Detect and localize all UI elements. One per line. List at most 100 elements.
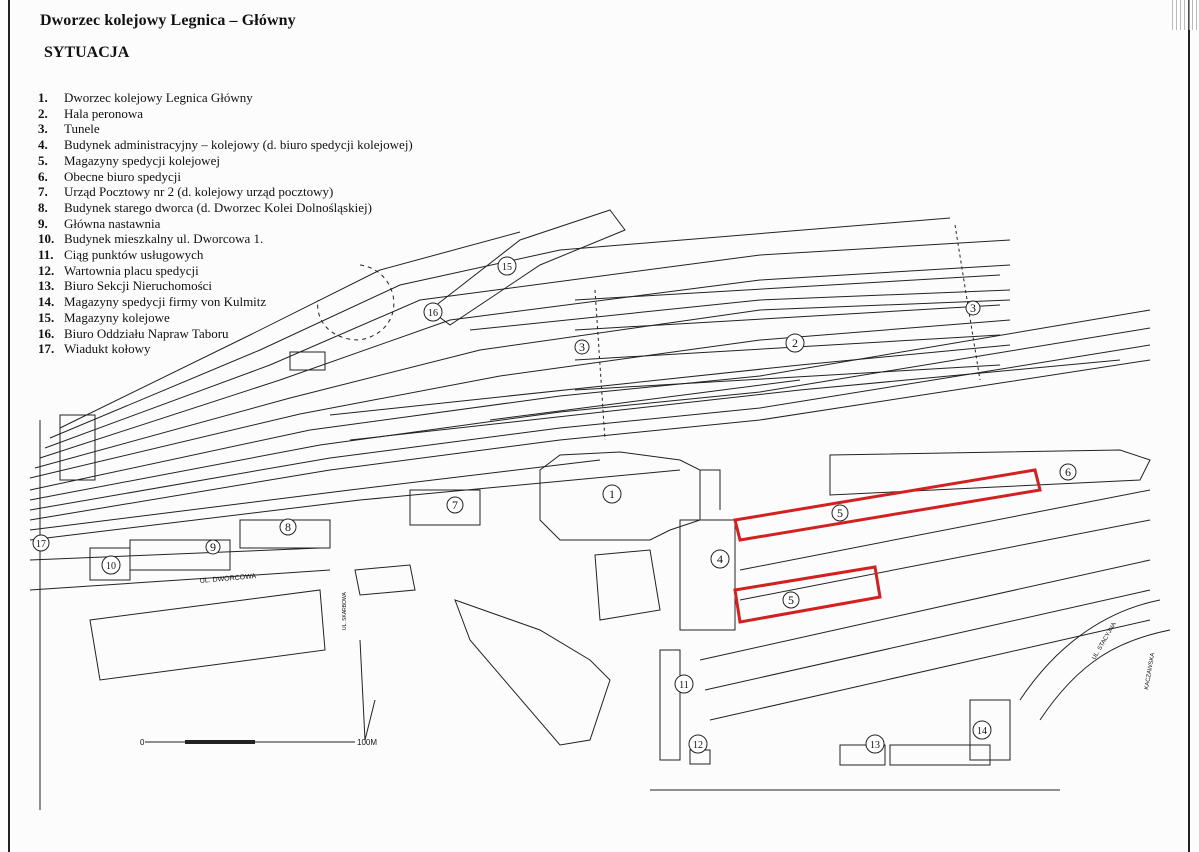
legend-item-number: 2. bbox=[38, 105, 48, 121]
svg-text:6: 6 bbox=[1065, 465, 1071, 479]
scan-artifact bbox=[1169, 0, 1197, 30]
legend-item: 1. Dworzec kolejowy Legnica Główny bbox=[38, 90, 413, 106]
legend-item: 15. Magazyny kolejowe bbox=[38, 310, 413, 326]
marker-9: 9 bbox=[205, 539, 221, 555]
platform-hall bbox=[574, 224, 1001, 441]
marker-14: 14 bbox=[972, 720, 992, 740]
marker-8: 8 bbox=[279, 518, 297, 536]
legend-item-number: 12. bbox=[38, 262, 55, 278]
sheet-right-border bbox=[1188, 0, 1190, 852]
legend-item: 5.Magazyny spedycji kolejowej bbox=[38, 153, 413, 169]
legend-item-number: 11. bbox=[38, 247, 54, 263]
legend-item-text: Magazyny spedycji firmy von Kulmitz bbox=[64, 294, 267, 310]
street-edge bbox=[29, 547, 321, 561]
legend-item-number: 15. bbox=[38, 309, 55, 325]
marker-5b: 5 bbox=[782, 591, 800, 609]
street-dworcowa-line bbox=[29, 569, 331, 591]
legend-item-number: 4. bbox=[38, 137, 48, 153]
legend-item-text: Magazyny kolejowe bbox=[64, 309, 170, 325]
legend-item: 11. Ciąg punktów usługowych bbox=[38, 247, 413, 263]
legend-item-number: 3. bbox=[38, 121, 48, 137]
street-label-stacyjna: UL. STACYJNA bbox=[1092, 622, 1118, 661]
legend-item-text: Urząd Pocztowy nr 2 (d. kolejowy urząd p… bbox=[64, 184, 334, 200]
legend-item-text: Główna nastawnia bbox=[64, 215, 161, 231]
legend-item-number: 7. bbox=[38, 184, 48, 200]
marker-17: 17 bbox=[32, 534, 50, 552]
legend-item-text: Budynek starego dworca (d. Dworzec Kolei… bbox=[64, 199, 372, 215]
legend-item-number: 6. bbox=[38, 168, 48, 184]
marker-4: 4 bbox=[710, 549, 730, 569]
legend-item: 8.Budynek starego dworca (d. Dworzec Kol… bbox=[38, 200, 413, 216]
street-label-skarbowa: UL. SKARBOWA bbox=[342, 591, 348, 630]
svg-text:15: 15 bbox=[502, 262, 512, 273]
marker-15: 15 bbox=[497, 256, 517, 276]
marker-2: 2 bbox=[785, 333, 805, 353]
legend-item-number: 14. bbox=[38, 294, 55, 310]
highlighted-warehouses bbox=[733, 468, 1042, 624]
legend-item-text: Biuro Sekcji Nieruchomości bbox=[64, 278, 213, 294]
page-title: Dworzec kolejowy Legnica – Główny bbox=[40, 12, 296, 29]
svg-text:13: 13 bbox=[870, 740, 880, 751]
marker-6: 6 bbox=[1059, 463, 1077, 481]
legend-item: 6. Obecne biuro spedycji bbox=[38, 169, 413, 185]
legend-item: 13.Biuro Sekcji Nieruchomości bbox=[38, 278, 413, 294]
legend-item-text: Biuro Oddziału Napraw Taboru bbox=[64, 325, 229, 341]
legend-item-text: Magazyny spedycji kolejowej bbox=[64, 152, 220, 168]
svg-text:12: 12 bbox=[693, 740, 703, 751]
legend-item: 12.Wartownia placu spedycji bbox=[38, 263, 413, 279]
legend-item-text: Tunele bbox=[64, 121, 100, 137]
legend-item: 14. Magazyny spedycji firmy von Kulmitz bbox=[38, 294, 413, 310]
svg-text:16: 16 bbox=[428, 308, 438, 319]
legend-item-text: Wiadukt kołowy bbox=[64, 341, 151, 357]
warehouse-5-south-outline bbox=[733, 565, 882, 624]
marker-1: 1 bbox=[602, 484, 622, 504]
legend-item-number: 16. bbox=[38, 325, 55, 341]
legend-item-number: 1. bbox=[38, 90, 48, 105]
svg-text:3: 3 bbox=[970, 301, 976, 315]
legend-item-text: Obecne biuro spedycji bbox=[64, 168, 181, 184]
scale-label-end: 100M bbox=[357, 738, 377, 747]
dashed-arc bbox=[317, 264, 395, 341]
svg-text:17: 17 bbox=[36, 539, 46, 550]
svg-text:2: 2 bbox=[792, 336, 798, 350]
legend-item-number: 17. bbox=[38, 341, 55, 357]
legend-item-number: 10. bbox=[38, 231, 55, 247]
street-label-dworcowa: UL. DWORCOWA bbox=[200, 573, 257, 585]
marker-11: 11 bbox=[674, 674, 694, 694]
marker-3a: 3 bbox=[574, 339, 590, 355]
scale-label-start: 0 bbox=[140, 738, 145, 747]
marker-10: 10 bbox=[101, 555, 121, 575]
buildings bbox=[59, 209, 1151, 791]
rail-tracks bbox=[29, 217, 1151, 541]
legend-item-text: Dworzec kolejowy Legnica Główny bbox=[64, 90, 253, 105]
street-label-kaczawska: KACZAWSKA bbox=[1144, 652, 1156, 690]
legend-item-text: Ciąg punktów usługowych bbox=[64, 247, 204, 263]
svg-text:4: 4 bbox=[717, 552, 723, 566]
marker-5a: 5 bbox=[831, 504, 849, 522]
marker-16: 16 bbox=[423, 302, 443, 322]
svg-text:5: 5 bbox=[837, 506, 843, 520]
north-arrow bbox=[359, 639, 376, 741]
marker-3b: 3 bbox=[965, 300, 981, 316]
marker-13: 13 bbox=[865, 734, 885, 754]
svg-text:9: 9 bbox=[210, 540, 216, 554]
legend-item-text: Budynek mieszkalny ul. Dworcowa 1. bbox=[64, 231, 264, 247]
svg-text:14: 14 bbox=[977, 726, 987, 737]
svg-text:8: 8 bbox=[285, 520, 291, 534]
marker-7: 7 bbox=[446, 496, 464, 514]
marker-12: 12 bbox=[688, 734, 708, 754]
legend-item: 17. Wiadukt kołowy bbox=[38, 341, 413, 357]
legend-item: 9.Główna nastawnia bbox=[38, 216, 413, 232]
svg-text:11: 11 bbox=[679, 680, 689, 691]
page-subtitle: SYTUACJA bbox=[44, 44, 130, 61]
svg-text:1: 1 bbox=[609, 487, 615, 501]
legend-item: 4.Budynek administracyjny – kolejowy (d.… bbox=[38, 137, 413, 153]
legend-item: 3. Tunele bbox=[38, 121, 413, 137]
svg-text:3: 3 bbox=[579, 340, 585, 354]
legend-item: 16. Biuro Oddziału Napraw Taboru bbox=[38, 326, 413, 342]
warehouse-5-north-outline bbox=[733, 468, 1042, 542]
legend-item: 10. Budynek mieszkalny ul. Dworcowa 1. bbox=[38, 231, 413, 247]
legend-item: 2.Hala peronowa bbox=[38, 106, 413, 122]
